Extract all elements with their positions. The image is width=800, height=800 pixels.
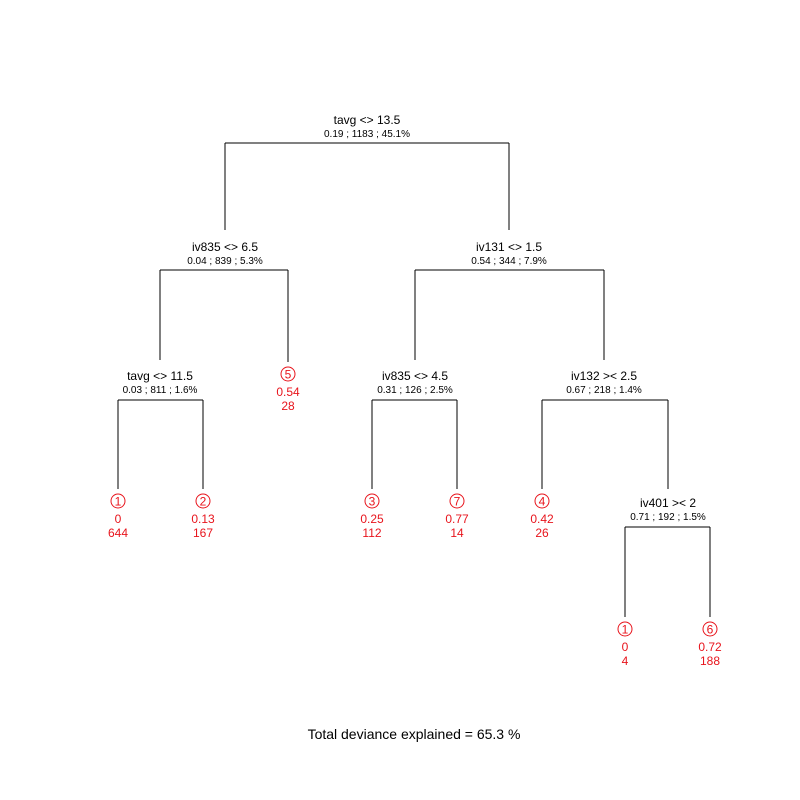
tree-nodes: tavg <> 13.5 0.19 ; 1183 ; 45.1% iv835 <> … xyxy=(123,113,706,523)
leaf-value-leaf_rlr: 0.77 xyxy=(445,512,469,526)
split-stats-n_rl: 0.31 ; 126 ; 2.5% xyxy=(377,385,453,396)
leaf-value-leaf_rrl: 0.42 xyxy=(530,512,554,526)
leaf-circle-leaf_lll xyxy=(110,493,126,509)
split-stats-n_r: 0.54 ; 344 ; 7.9% xyxy=(471,256,547,267)
split-label-n_rrr: iv401 >< 2 xyxy=(640,496,696,510)
leaf-id-leaf_llr: 2 xyxy=(200,495,207,509)
leaf-count-leaf_rrrr: 188 xyxy=(700,654,720,668)
leaf-circle-leaf_rll xyxy=(364,493,380,509)
leaf-circle-leaf_rrrl xyxy=(617,621,633,637)
leaf-circle-leaf_rlr xyxy=(449,493,465,509)
leaf-id-leaf_lll: 1 xyxy=(115,495,122,509)
total-deviance-label: Total deviance explained = 65.3 % xyxy=(308,726,521,742)
leaf-count-leaf_lr: 28 xyxy=(281,399,295,413)
split-label-n_rr: iv132 >< 2.5 xyxy=(571,369,637,383)
leaf-count-leaf_llr: 167 xyxy=(193,526,213,540)
leaf-count-leaf_lll: 644 xyxy=(108,526,128,540)
leaf-circle-leaf_lr xyxy=(280,366,296,382)
leaf-count-leaf_rlr: 14 xyxy=(450,526,464,540)
leaf-id-leaf_rrrr: 6 xyxy=(707,623,714,637)
leaf-id-leaf_rll: 3 xyxy=(369,495,376,509)
leaf-circle-leaf_llr xyxy=(195,493,211,509)
leaf-id-leaf_rlr: 7 xyxy=(454,495,461,509)
leaf-value-leaf_lll: 0 xyxy=(115,512,122,526)
tree-leaves: 1064420.1316750.542830.2511270.771440.42… xyxy=(108,366,722,668)
leaf-circle-leaf_rrrr xyxy=(702,621,718,637)
leaf-count-leaf_rrl: 26 xyxy=(535,526,549,540)
split-stats-n_rrr: 0.71 ; 192 ; 1.5% xyxy=(630,512,706,523)
split-stats-n_rr: 0.67 ; 218 ; 1.4% xyxy=(566,385,642,396)
leaf-id-leaf_rrl: 4 xyxy=(539,495,546,509)
split-label-n_ll: tavg <> 11.5 xyxy=(127,369,193,383)
leaf-value-leaf_llr: 0.13 xyxy=(191,512,215,526)
leaf-value-leaf_rrrl: 0 xyxy=(622,640,629,654)
split-label-n_r: iv131 <> 1.5 xyxy=(476,240,542,254)
split-label-root: tavg <> 13.5 xyxy=(334,113,401,127)
leaf-value-leaf_lr: 0.54 xyxy=(276,385,300,399)
split-label-n_l: iv835 <> 6.5 xyxy=(192,240,258,254)
leaf-count-leaf_rrrl: 4 xyxy=(622,654,629,668)
leaf-count-leaf_rll: 112 xyxy=(362,526,381,540)
split-stats-root: 0.19 ; 1183 ; 45.1% xyxy=(324,129,410,140)
leaf-id-leaf_rrrl: 1 xyxy=(622,623,629,637)
leaf-value-leaf_rll: 0.25 xyxy=(360,512,384,526)
leaf-id-leaf_lr: 5 xyxy=(285,368,292,382)
split-stats-n_l: 0.04 ; 839 ; 5.3% xyxy=(187,256,263,267)
leaf-circle-leaf_rrl xyxy=(534,493,550,509)
leaf-value-leaf_rrrr: 0.72 xyxy=(698,640,722,654)
tree-edges xyxy=(117,142,711,617)
split-stats-n_ll: 0.03 ; 811 ; 1.6% xyxy=(123,385,198,396)
split-label-n_rl: iv835 <> 4.5 xyxy=(382,369,448,383)
